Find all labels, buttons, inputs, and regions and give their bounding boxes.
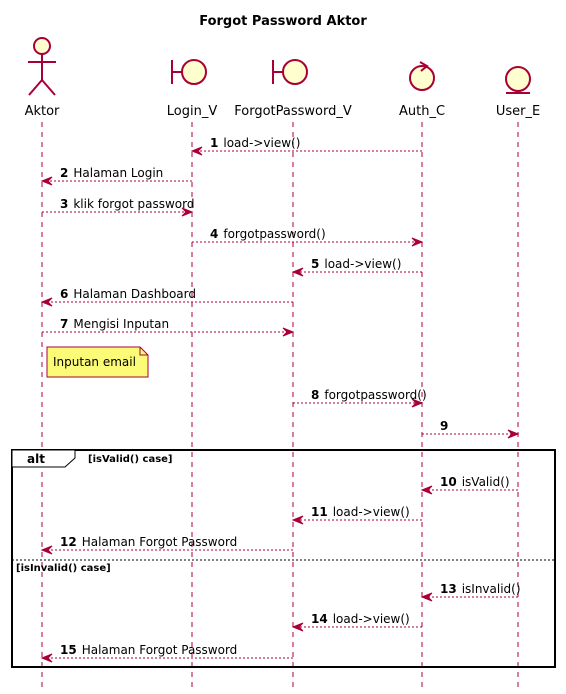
message-text: load->view(): [324, 257, 401, 271]
message-number: 2: [60, 166, 68, 180]
message-8: 8 forgotpassword(): [293, 388, 427, 408]
participant-user_e: User_E: [496, 66, 540, 119]
message-6: 6 Halaman Dashboard: [40, 287, 293, 307]
alt-frame: [11, 449, 556, 668]
message-text: Halaman Forgot Password: [82, 535, 238, 549]
message-14: 14 load->view(): [291, 612, 422, 632]
message-arrowhead: [190, 146, 203, 156]
message-arrowhead: [411, 398, 424, 408]
message-text: isInvalid(): [462, 582, 521, 596]
message-label: 6 Halaman Dashboard: [60, 287, 196, 301]
message-number: 8: [311, 388, 319, 402]
boundary-icon: [272, 59, 308, 85]
message-arrowhead: [40, 176, 53, 186]
message-label: 8 forgotpassword(): [311, 388, 427, 402]
message-label: 11 load->view(): [311, 505, 410, 519]
participant-label: Login_V: [167, 104, 218, 119]
note: Inputan email: [46, 346, 149, 378]
message-number: 14: [311, 612, 328, 626]
participant-aktor: Aktor: [25, 37, 60, 119]
message-arrowhead: [40, 653, 53, 663]
message-text: klik forgot password: [73, 197, 194, 211]
participant-label: Aktor: [25, 104, 60, 119]
boundary-icon: [171, 59, 207, 85]
message-arrowhead: [420, 592, 433, 602]
message-label: 13 isInvalid(): [440, 582, 521, 596]
message-number: 4: [210, 227, 218, 241]
message-arrowhead: [291, 515, 304, 525]
message-5: 5 load->view(): [291, 257, 422, 277]
message-number: 3: [60, 197, 68, 211]
alt-condition-valid: [isValid() case]: [88, 454, 173, 465]
message-number: 7: [60, 317, 68, 331]
message-9: 9: [422, 419, 520, 439]
control-icon: [409, 61, 435, 91]
participant-label: User_E: [496, 104, 540, 119]
message-label: 15 Halaman Forgot Password: [60, 643, 237, 657]
message-number: 15: [60, 643, 77, 657]
message-label: 1 load->view(): [210, 136, 300, 150]
diagram-title: Forgot Password Aktor: [199, 14, 367, 29]
message-number: 6: [60, 287, 68, 301]
alt-label: alt: [27, 452, 45, 466]
message-12: 12 Halaman Forgot Password: [40, 535, 293, 555]
message-label: 4 forgotpassword(): [210, 227, 326, 241]
participant-label: Auth_C: [399, 104, 445, 119]
message-label: 3 klik forgot password: [60, 197, 194, 211]
message-label: 9: [440, 419, 448, 433]
message-arrowhead: [507, 429, 520, 439]
message-13: 13 isInvalid(): [420, 582, 521, 602]
message-text: Halaman Dashboard: [73, 287, 196, 301]
message-7: 7 Mengisi Inputan: [42, 317, 295, 337]
message-15: 15 Halaman Forgot Password: [40, 643, 293, 663]
message-1: 1 load->view(): [190, 136, 422, 156]
message-text: forgotpassword(): [324, 388, 426, 402]
message-number: 1: [210, 136, 218, 150]
message-label: 14 load->view(): [311, 612, 410, 626]
alt-tab: [11, 449, 76, 468]
message-arrowhead: [181, 207, 194, 217]
message-arrowhead: [291, 267, 304, 277]
message-arrowhead: [282, 327, 295, 337]
message-number: 12: [60, 535, 77, 549]
message-arrowhead: [40, 545, 53, 555]
participant-forgot_v: ForgotPassword_V: [234, 59, 352, 119]
message-number: 11: [311, 505, 328, 519]
message-number: 9: [440, 419, 448, 433]
message-text: load->view(): [223, 136, 300, 150]
message-text: load->view(): [333, 505, 410, 519]
message-label: 12 Halaman Forgot Password: [60, 535, 237, 549]
message-text: load->view(): [333, 612, 410, 626]
participant-label: ForgotPassword_V: [234, 104, 352, 119]
note-text: Inputan email: [53, 355, 136, 369]
message-label: 2 Halaman Login: [60, 166, 163, 180]
participant-auth_c: Auth_C: [399, 61, 445, 119]
message-label: 7 Mengisi Inputan: [60, 317, 169, 331]
message-arrowhead: [40, 297, 53, 307]
message-10: 10 isValid(): [420, 475, 518, 495]
message-number: 10: [440, 475, 457, 489]
alt-condition-invalid: [isInvalid() case]: [16, 563, 111, 574]
message-arrowhead: [420, 485, 433, 495]
participant-login_v: Login_V: [167, 59, 218, 119]
message-arrowhead: [411, 237, 424, 247]
message-number: 13: [440, 582, 457, 596]
message-number: 5: [311, 257, 319, 271]
message-2: 2 Halaman Login: [40, 166, 192, 186]
message-text: Halaman Forgot Password: [82, 643, 238, 657]
message-text: Halaman Login: [73, 166, 163, 180]
message-11: 11 load->view(): [291, 505, 422, 525]
message-label: 10 isValid(): [440, 475, 510, 489]
message-text: Mengisi Inputan: [73, 317, 169, 331]
actor-icon: [28, 37, 56, 96]
message-4: 4 forgotpassword(): [192, 227, 424, 247]
message-label: 5 load->view(): [311, 257, 401, 271]
message-3: 3 klik forgot password: [42, 197, 194, 217]
entity-icon: [505, 66, 531, 94]
message-text: forgotpassword(): [223, 227, 325, 241]
message-text: isValid(): [462, 475, 510, 489]
message-arrowhead: [291, 622, 304, 632]
